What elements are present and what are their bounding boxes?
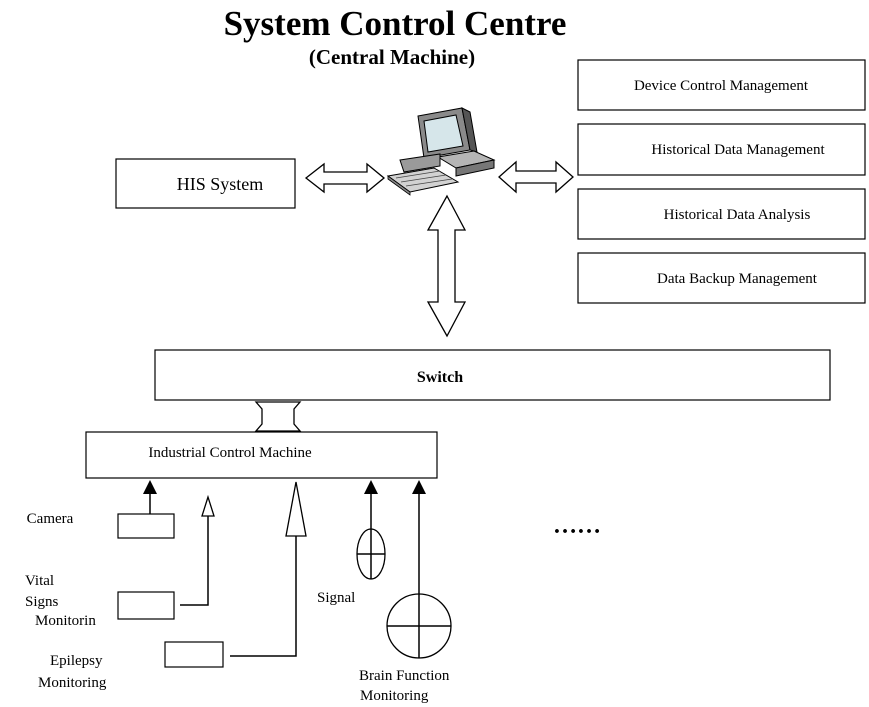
camera-label: Camera <box>27 511 74 527</box>
data-backup-management-box: Data Backup Management <box>577 252 866 304</box>
camera-arrowhead <box>143 480 157 494</box>
switch-box: Switch <box>154 349 831 401</box>
epilepsy-label-line2: Monitoring <box>38 675 107 691</box>
epilepsy-device: Epilepsy Monitoring <box>38 481 307 691</box>
vital-signs-arrowhead <box>201 494 215 517</box>
brain-function-label-line2: Monitoring <box>360 688 429 704</box>
historical-data-management-label: Historical Data Management <box>651 142 825 158</box>
epilepsy-arrowhead <box>285 481 307 537</box>
computer-icon <box>386 107 496 196</box>
historical-data-analysis-label: Historical Data Analysis <box>664 207 811 223</box>
switch-icm-double-arrow <box>254 401 302 432</box>
device-control-management-label: Device Control Management <box>634 78 809 94</box>
data-backup-management-label: Data Backup Management <box>657 271 818 287</box>
vital-signs-label-line1: Vital <box>25 573 54 589</box>
camera-box <box>117 513 175 539</box>
vital-signs-label-line2: Signs <box>25 594 59 610</box>
his-system-box: HIS System <box>115 158 296 209</box>
epilepsy-box <box>164 641 224 668</box>
diagram-subtitle: (Central Machine) <box>309 45 475 69</box>
signal-device: Signal <box>317 480 386 606</box>
brain-function-arrowhead <box>412 480 426 494</box>
brain-function-label-line1: Brain Function <box>359 668 450 684</box>
signal-arrowhead <box>364 480 378 494</box>
diagram-title: System Control Centre <box>224 4 567 43</box>
more-devices-ellipsis: …… <box>553 513 601 539</box>
industrial-control-machine-box: Industrial Control Machine <box>85 431 438 479</box>
historical-data-analysis-box: Historical Data Analysis <box>577 188 866 240</box>
vital-signs-box <box>117 591 175 620</box>
his-computer-double-arrow <box>304 162 386 194</box>
camera-device: Camera <box>27 480 175 539</box>
industrial-control-machine-label: Industrial Control Machine <box>148 445 312 461</box>
historical-data-management-box: Historical Data Management <box>577 123 866 176</box>
signal-label: Signal <box>317 590 355 606</box>
switch-label: Switch <box>417 369 463 386</box>
brain-function-device: Brain Function Monitoring <box>359 480 452 704</box>
his-system-label: HIS System <box>177 174 264 194</box>
vital-signs-label-line3: Monitorin <box>35 613 96 629</box>
vital-signs-device: Vital Signs Monitorin <box>25 494 215 629</box>
epilepsy-label-line1: Epilepsy <box>50 653 103 669</box>
device-control-management-box: Device Control Management <box>577 59 866 111</box>
computer-management-double-arrow <box>498 160 574 194</box>
computer-switch-double-arrow <box>426 194 467 338</box>
